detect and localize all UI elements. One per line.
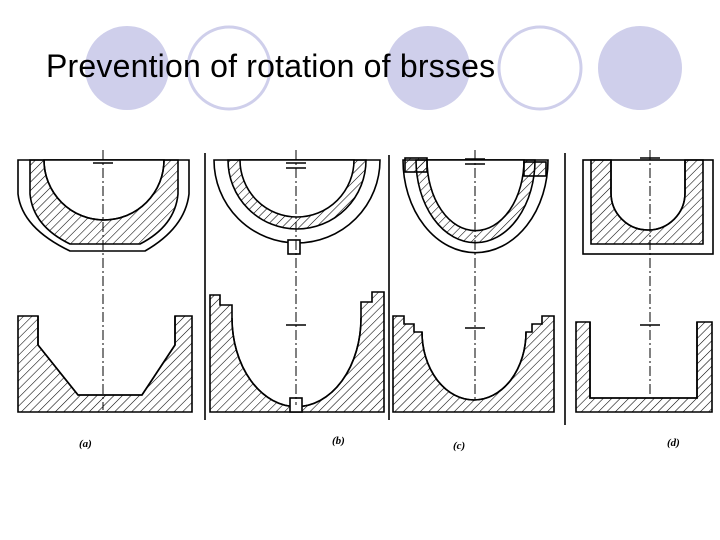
panel-d: [575, 150, 714, 413]
panel-d-caption: (d): [667, 437, 680, 449]
panel-separators: [204, 153, 566, 425]
panel-d-housing: [575, 321, 713, 413]
panel-b-brass: [213, 159, 381, 255]
deco-circle-filled-3: [598, 26, 682, 110]
panel-a-caption: (a): [79, 438, 92, 450]
deco-circle-filled-2: [386, 26, 470, 110]
panel-c-caption: (c): [453, 440, 465, 452]
panel-c-housing: [392, 315, 555, 413]
panel-b-housing: [209, 291, 385, 413]
panel-c: [392, 150, 555, 413]
panel-b: [209, 150, 385, 413]
panel-d-brass: [582, 159, 714, 255]
panel-b-caption: (b): [332, 435, 345, 447]
deco-circle-filled-1: [85, 26, 169, 110]
slide-title: Prevention of rotation of brsses: [46, 48, 496, 84]
brasses-figure: (a) (b) (c) (d): [17, 150, 714, 452]
title-decoration: [85, 25, 682, 111]
deco-circle-outline-1: [186, 25, 272, 111]
panel-a: [17, 150, 193, 413]
panel-a-brass: [17, 159, 190, 252]
deco-circle-outline-2: [497, 25, 583, 111]
panel-a-housing: [17, 315, 193, 413]
